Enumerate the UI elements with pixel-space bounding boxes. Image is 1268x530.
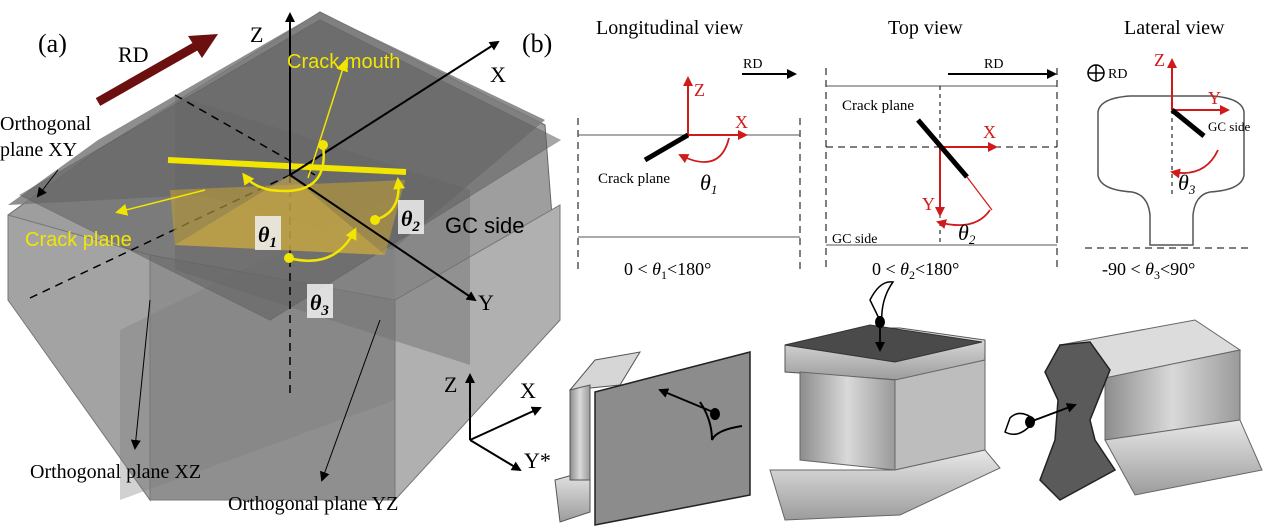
- crack-plane-long: [643, 132, 690, 163]
- rd-label-long: RD: [743, 57, 762, 72]
- theta1-label-a: θ1: [258, 222, 277, 251]
- x-label-long: X: [735, 112, 748, 132]
- plane-xy-label-1: Orthogonal: [0, 113, 92, 135]
- y-label-lat: Y: [1208, 88, 1221, 108]
- crack-plane-label-top: Crack plane: [842, 98, 914, 114]
- range-long: 0 < θ1<180°: [624, 259, 711, 282]
- theta2-label-a: θ2: [401, 206, 420, 235]
- rd-label-a: RD: [118, 42, 149, 67]
- plane-xy-label-2: plane XY: [0, 139, 77, 161]
- theta3-label-lat: θ3: [1178, 170, 1196, 197]
- rail-lateral-cut: [1004, 319, 1263, 501]
- panel-a-label: (a): [38, 29, 67, 58]
- crack-mouth-label: Crack mouth: [287, 51, 400, 73]
- plane-yz-label: Orthogonal plane YZ: [228, 493, 398, 515]
- eye-icon-longitudinal: [710, 408, 720, 420]
- rail-block: [7, 11, 562, 502]
- crack-plane-lat: [1170, 108, 1206, 138]
- theta2-label-top: θ2: [958, 220, 976, 247]
- triad-x-label: X: [520, 378, 536, 403]
- range-lat: -90 < θ3<90°: [1102, 259, 1195, 282]
- longitudinal-title: Longitudinal view: [596, 17, 744, 39]
- top-view: Top view RD X Y Crack plane θ2 GC side 0…: [825, 17, 1058, 282]
- lateral-view: Lateral view Z Y GC side RD θ3 -90 < θ3<…: [1085, 17, 1250, 282]
- crack-plane-label-long: Crack plane: [598, 171, 670, 187]
- panel-b: (b) Longitudinal view RD Z X Crack plane…: [444, 17, 1263, 526]
- gc-side-label-lat: GC side: [1208, 119, 1250, 134]
- rail-top: [769, 281, 1001, 521]
- longitudinal-view: Longitudinal view RD Z X Crack plane θ1 …: [577, 17, 801, 282]
- crack-mouth-line: [167, 157, 407, 175]
- z-label-lat: Z: [1154, 50, 1165, 70]
- coordinate-triad: Z X Y*: [444, 372, 551, 473]
- rd-label-top: RD: [984, 57, 1003, 72]
- y-label-top: Y: [922, 194, 935, 214]
- triad-y-label: Y*: [524, 448, 551, 473]
- crack-plane-top: [916, 118, 969, 179]
- gc-side-label-top: GC side: [832, 232, 878, 247]
- x-label-top: X: [983, 122, 996, 142]
- theta3-label-a: θ3: [310, 290, 329, 319]
- eye-icon-top: [875, 316, 885, 328]
- gc-side-label-a: GC side: [445, 213, 524, 238]
- theta1-label-long: θ1: [700, 170, 717, 197]
- top-title: Top view: [888, 17, 963, 39]
- range-top: 0 < θ2<180°: [872, 259, 959, 282]
- panel-b-label: (b): [522, 29, 552, 58]
- rd-arrow-a: [95, 41, 201, 106]
- axis-x-label-a: X: [490, 62, 506, 87]
- axis-y-label-a: Y: [478, 290, 494, 315]
- crack-plane-label: Crack plane: [25, 229, 132, 251]
- plane-xz-label: Orthogonal plane XZ: [30, 461, 201, 483]
- lateral-title: Lateral view: [1124, 17, 1225, 39]
- eye-icon-lateral: [1025, 416, 1035, 428]
- rd-label-lat: RD: [1108, 67, 1127, 82]
- axis-z-label-a: Z: [250, 22, 263, 47]
- rail-longitudinal-cut: [554, 351, 751, 526]
- axis-y-a: [289, 174, 477, 302]
- panel-a: (a) Z X Y: [0, 11, 562, 515]
- rail-profile-outline: [1097, 95, 1245, 246]
- z-label-long: Z: [694, 80, 705, 100]
- triad-z-label: Z: [444, 372, 457, 397]
